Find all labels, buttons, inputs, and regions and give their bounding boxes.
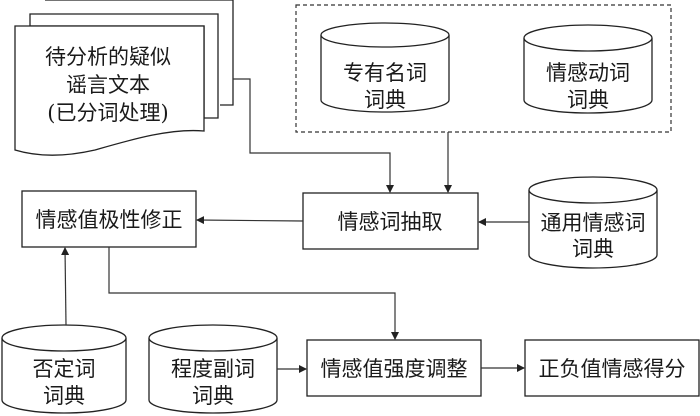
degree-adverb-dict-line-2: 词典 bbox=[192, 384, 234, 408]
edge-input-to-extract bbox=[233, 78, 394, 193]
emotion-verb-dictionary: 情感动词 词典 bbox=[523, 24, 653, 114]
polarity-correct-box: 情感值极性修正 bbox=[21, 190, 197, 248]
input-doc-line-1: 待分析的疑似 bbox=[45, 45, 171, 69]
edge-negation-to-polarity bbox=[61, 247, 70, 326]
proper-noun-dict-line-2: 词典 bbox=[364, 88, 406, 112]
input-doc-line-3: (已分词处理) bbox=[47, 101, 168, 125]
input-document-stack: 待分析的疑似 谣言文本 (已分词处理) bbox=[14, 0, 234, 156]
emotion-verb-dict-line-2: 词典 bbox=[567, 88, 609, 112]
score-output-box: 正负值情感得分 bbox=[524, 339, 700, 397]
proper-noun-dict-line-1: 专有名词 bbox=[343, 61, 427, 85]
emotion-extract-label: 情感词抽取 bbox=[338, 210, 443, 234]
emotion-extract-box: 情感词抽取 bbox=[302, 192, 479, 250]
general-emotion-dict-line-2: 词典 bbox=[572, 237, 614, 261]
polarity-correct-label: 情感值极性修正 bbox=[36, 208, 183, 232]
intensity-adjust-box: 情感值强度调整 bbox=[306, 339, 482, 397]
negation-dict-line-2: 词典 bbox=[43, 384, 85, 408]
score-output-label: 正负值情感得分 bbox=[539, 357, 686, 381]
domain-dictionary-group bbox=[295, 4, 672, 133]
document-front-page bbox=[14, 25, 205, 156]
degree-adverb-dict-line-1: 程度副词 bbox=[171, 357, 255, 381]
general-emotion-dictionary: 通用情感词 词典 bbox=[528, 176, 658, 269]
negation-dict-line-1: 否定词 bbox=[33, 357, 96, 381]
emotion-verb-dict-line-1: 情感动词 bbox=[546, 61, 630, 85]
input-doc-line-2: 谣言文本 bbox=[66, 73, 150, 97]
edge-polarity-to-intensity bbox=[108, 247, 399, 340]
degree-adverb-dictionary: 程度副词 词典 bbox=[148, 324, 278, 414]
general-emotion-dict-line-1: 通用情感词 bbox=[541, 211, 646, 235]
proper-noun-dictionary: 专有名词 词典 bbox=[320, 22, 450, 113]
edge-extract-to-polarity bbox=[196, 216, 304, 225]
negation-dictionary: 否定词 词典 bbox=[1, 324, 127, 414]
intensity-adjust-label: 情感值强度调整 bbox=[321, 357, 468, 381]
